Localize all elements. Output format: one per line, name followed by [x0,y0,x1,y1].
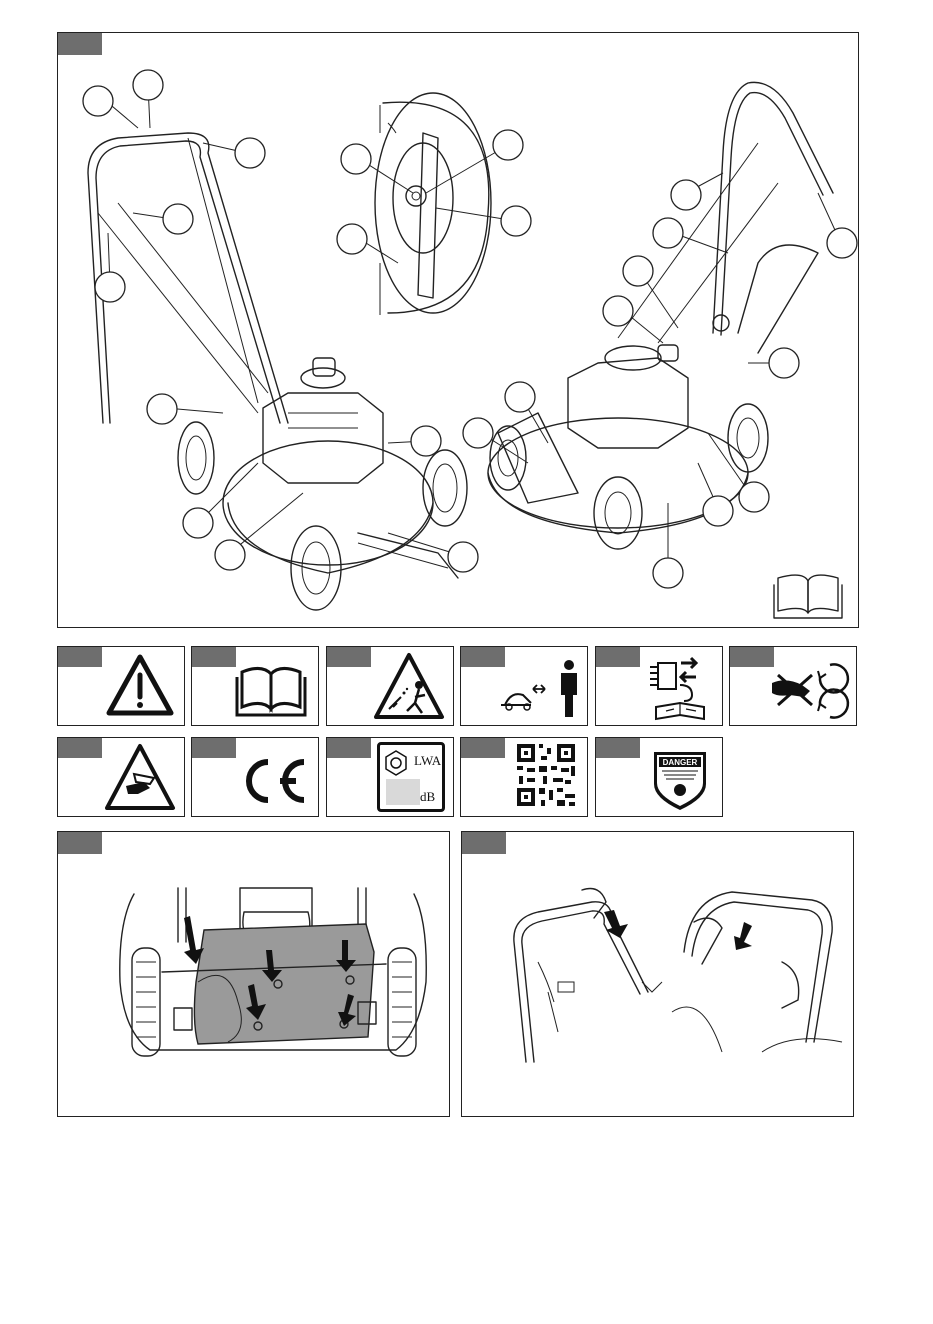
symbol-number-tab [461,647,505,667]
callout-circle [739,482,769,512]
callout-circle [183,508,213,538]
callout-circle [501,206,531,236]
callout-circle [83,86,113,116]
symbol-number-tab [58,647,102,667]
cover-plate-figure-panel [57,831,450,1117]
manual-icon [774,575,842,618]
lwa-label: LWA [414,753,441,769]
symbol-panel-hand-injury [57,737,185,817]
callout-circle [163,204,193,234]
callout-circle [133,70,163,100]
callout-circle [95,272,125,302]
sound-value-box [386,779,420,805]
callout-circle [653,558,683,588]
noise-symbol-icon [384,749,408,777]
callout-circle [769,348,799,378]
callout-circle [411,426,441,456]
symbol-panel-danger: DANGER [595,737,723,817]
callout-circle [827,228,857,258]
callout-circle [215,540,245,570]
symbol-panel-rotating-blade [729,646,857,726]
figure-number-tab [462,832,506,854]
callout-circle [505,382,535,412]
callout-circle [235,138,265,168]
figure-number-tab [58,832,102,854]
symbol-panel-warning [57,646,185,726]
symbol-number-tab [327,647,371,667]
symbol-number-tab [192,738,236,758]
figure-number-tab [58,33,102,55]
callout-circle [463,418,493,448]
danger-label: DANGER [663,758,698,767]
symbol-number-tab [461,738,505,758]
handle-illustration [462,832,853,1116]
callout-circle [493,130,523,160]
symbol-number-tab [596,647,640,667]
symbol-number-tab [596,738,640,758]
callout-circle [337,224,367,254]
symbol-number-tab [192,647,236,667]
mower-illustration [58,33,858,627]
db-label: dB [420,789,435,805]
cover-plate-illustration [58,832,449,1116]
symbol-panel-thrown-objects [326,646,454,726]
sound-power-label-icon: LWA dB [377,742,445,812]
handle-figure-panel [461,831,854,1117]
callout-circle [341,144,371,174]
callout-circle [703,496,733,526]
callout-circle [653,218,683,248]
callout-circle [623,256,653,286]
symbol-panel-ce: CE [191,737,319,817]
callout-circle [147,394,177,424]
symbol-number-tab [327,738,371,758]
symbol-panel-sound-power: LWA dB [326,737,454,817]
symbol-panel-keep-distance [460,646,588,726]
symbol-number-tab [58,738,102,758]
symbol-panel-manual [191,646,319,726]
symbol-panel-qr [460,737,588,817]
symbol-number-tab [730,647,774,667]
callout-circle [448,542,478,572]
blade-detail [375,93,491,315]
right-mower [488,82,833,549]
callout-circle [603,296,633,326]
callout-circle [671,180,701,210]
main-figure-panel [57,32,859,628]
symbol-panel-maintenance [595,646,723,726]
